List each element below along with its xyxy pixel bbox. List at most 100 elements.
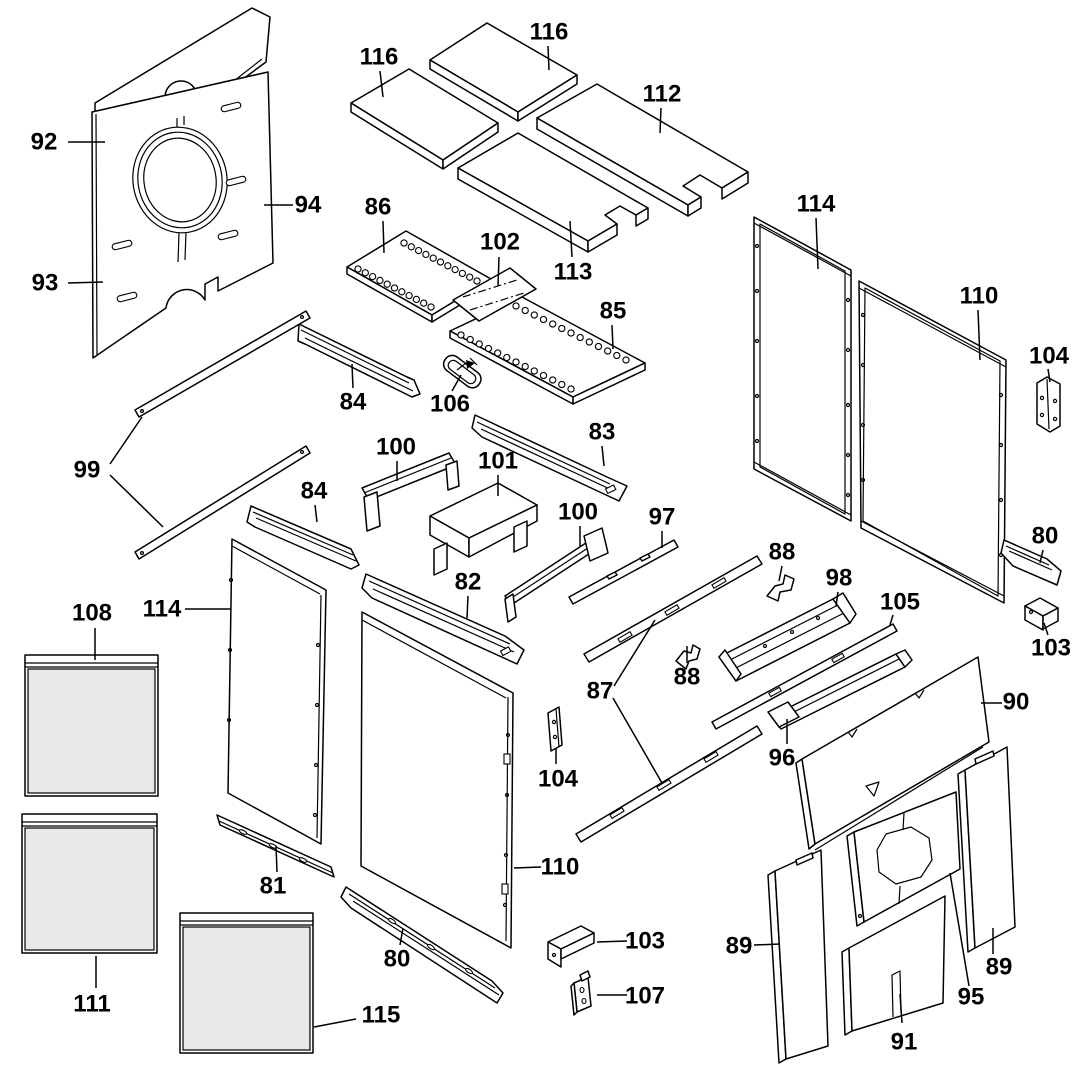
part-label-104: 104 — [1029, 343, 1070, 370]
leader-line-84 — [351, 363, 354, 389]
part-label-103: 103 — [625, 928, 665, 955]
part-label-105: 105 — [880, 589, 920, 616]
part-label-96: 96 — [769, 745, 796, 772]
part-label-97: 97 — [649, 504, 676, 531]
part-label-112: 112 — [643, 81, 682, 108]
plate-hole — [451, 265, 459, 274]
part-label-108: 108 — [72, 600, 112, 627]
part-90-front-panel — [795, 656, 990, 851]
plate-hole — [390, 284, 399, 292]
part-89-panel-right — [957, 746, 1016, 953]
part-label-91: 91 — [891, 1029, 918, 1056]
plate-hole — [420, 299, 428, 307]
leader-line-105 — [889, 614, 894, 626]
leader-line-99 — [109, 474, 164, 528]
leader-line-95 — [949, 872, 970, 987]
plate-hole — [473, 277, 481, 285]
part-label-85: 85 — [600, 298, 627, 325]
part-label-92: 92 — [31, 129, 58, 156]
part-label-95: 95 — [958, 984, 985, 1011]
part-104-bracket-right — [1036, 376, 1061, 433]
part-85-perforated-plate — [449, 296, 646, 405]
part-label-82: 82 — [455, 569, 482, 596]
plate-hole — [458, 269, 467, 278]
part-label-99: 99 — [74, 457, 101, 484]
plate-hole — [466, 273, 474, 281]
part-107-bracket — [570, 970, 592, 1016]
plate-hole — [549, 320, 557, 328]
part-111-insulation-panel — [21, 813, 158, 954]
leader-line-114 — [815, 217, 819, 270]
part-label-114: 114 — [143, 596, 182, 623]
part-label-116: 116 — [360, 44, 399, 71]
plate-hole — [585, 338, 593, 346]
part-100-bracket-right — [504, 527, 609, 623]
part-103-bracket-right — [1024, 597, 1059, 631]
plate-hole — [400, 239, 408, 247]
part-label-80: 80 — [384, 946, 411, 973]
leader-line-87 — [612, 697, 663, 784]
part-label-100: 100 — [558, 499, 598, 526]
leader-line-80 — [399, 927, 404, 946]
part-label-86: 86 — [365, 194, 392, 221]
plate-hole — [558, 324, 566, 333]
part-81-rail — [216, 814, 335, 878]
plate-hole — [405, 291, 413, 300]
part-105-rail — [711, 623, 898, 730]
part-label-114: 114 — [797, 191, 836, 218]
part-label-90: 90 — [1003, 689, 1030, 716]
part-label-110: 110 — [960, 283, 999, 310]
plate-hole — [567, 329, 575, 337]
plate-hole — [444, 262, 452, 270]
plate-hole — [414, 246, 423, 255]
leader-line-112 — [659, 107, 662, 134]
plate-hole — [558, 380, 566, 389]
leader-line-104 — [1047, 368, 1051, 383]
part-114-side-panel-center — [226, 538, 327, 845]
part-91-panel — [841, 895, 946, 1036]
leader-line-116 — [547, 45, 550, 71]
part-115-insulation-panel — [179, 912, 314, 1054]
plate-hole — [512, 358, 520, 366]
part-112-slab — [536, 83, 749, 217]
part-label-110: 110 — [541, 854, 580, 881]
part-label-111: 111 — [73, 991, 110, 1018]
plate-hole — [457, 331, 465, 339]
part-label-89: 89 — [986, 954, 1013, 981]
part-label-101: 101 — [478, 448, 518, 475]
plate-hole — [549, 376, 557, 384]
leader-line-86 — [382, 220, 385, 254]
part-84-channel-lower — [246, 505, 360, 570]
plate-hole — [530, 367, 538, 375]
plate-hole — [398, 288, 406, 296]
plate-hole — [407, 243, 415, 251]
plate-hole — [412, 295, 421, 304]
part-106-strap — [442, 354, 482, 389]
leader-line-116 — [379, 70, 384, 98]
leader-line-82 — [466, 595, 469, 619]
part-label-87: 87 — [587, 678, 614, 705]
leader-line-84 — [314, 504, 318, 523]
leader-line-102 — [497, 256, 500, 287]
plate-hole — [427, 303, 435, 311]
part-80-rail-right — [1000, 539, 1062, 586]
part-label-100: 100 — [376, 434, 416, 461]
part-label-93: 93 — [32, 270, 59, 297]
part-102-plate — [452, 267, 537, 322]
leader-line-103 — [596, 940, 628, 943]
plate-hole — [475, 340, 483, 348]
part-110-side-panel-right — [858, 280, 1007, 604]
part-label-94: 94 — [295, 192, 322, 219]
part-108-insulation-panel — [24, 654, 159, 797]
part-98-channel — [718, 592, 857, 682]
plate-hole — [466, 335, 474, 344]
leader-line-115 — [313, 1018, 357, 1028]
plate-hole — [383, 280, 391, 288]
plate-hole — [576, 333, 584, 342]
leader-line-91 — [899, 993, 903, 1024]
plate-hole — [354, 265, 362, 273]
part-82-rail — [361, 573, 525, 665]
